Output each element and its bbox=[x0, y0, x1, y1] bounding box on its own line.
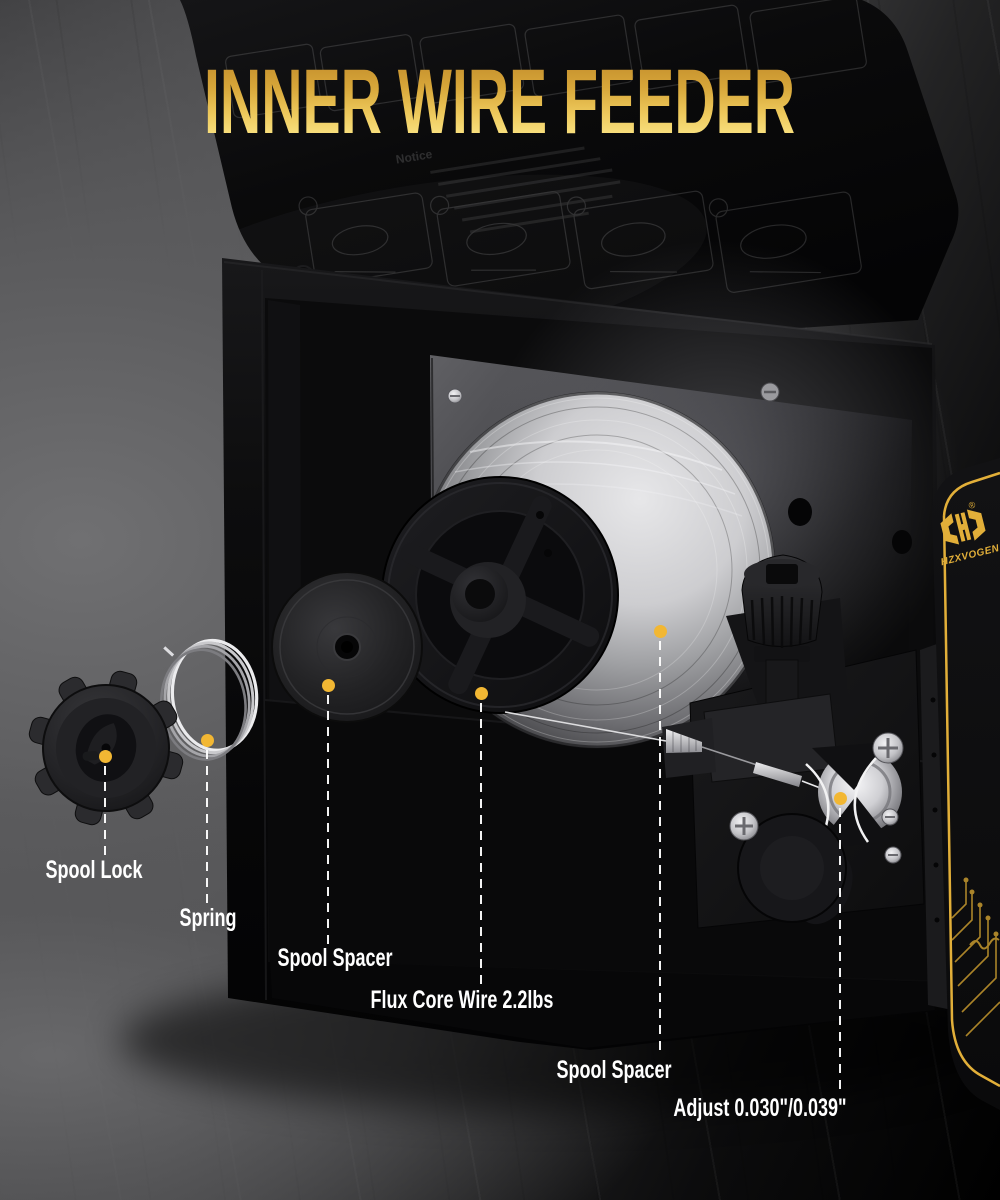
callout-dot bbox=[653, 624, 667, 638]
spool-lock-knob bbox=[28, 670, 184, 826]
plate-screw bbox=[881, 808, 899, 826]
spool-spacer-disc bbox=[271, 571, 423, 723]
wall-screw bbox=[447, 388, 463, 404]
spool-front-flange bbox=[381, 476, 619, 714]
callout-dot bbox=[98, 749, 112, 763]
callout-label: Spool Spacer bbox=[277, 943, 393, 973]
wall-hole bbox=[788, 498, 812, 526]
pressure-roller-knob bbox=[737, 813, 853, 925]
registered-mark: ® bbox=[968, 499, 977, 510]
welding-wire bbox=[504, 711, 667, 742]
wire-inlet-cone bbox=[666, 729, 702, 753]
callout-line bbox=[327, 695, 329, 944]
tension-knob bbox=[741, 554, 823, 709]
wire-guide-tube bbox=[753, 762, 802, 787]
callout-label: Spring bbox=[179, 903, 237, 933]
side-brand-panel: ® HZXVOGEN bbox=[932, 458, 1000, 1110]
lid-instruction-art: Notice bbox=[225, 0, 867, 293]
callout-dot bbox=[321, 678, 335, 692]
callout-dot bbox=[474, 686, 488, 700]
callout-line bbox=[839, 808, 841, 1094]
wall-hole bbox=[892, 530, 912, 554]
callout-label: Spool Lock bbox=[45, 855, 143, 885]
callout-dot bbox=[200, 733, 214, 747]
panel-circuit-pattern bbox=[951, 877, 1000, 1037]
callout-dot bbox=[833, 791, 847, 805]
callout-line bbox=[104, 766, 106, 858]
lid-notice-label: Notice bbox=[395, 147, 434, 167]
hex-socket bbox=[766, 564, 798, 584]
plate-screw bbox=[872, 732, 904, 764]
callout-label: Adjust 0.030"/0.039" bbox=[673, 1093, 847, 1123]
callout-label: Flux Core Wire 2.2lbs bbox=[370, 985, 554, 1015]
callout-label: Spool Spacer bbox=[556, 1055, 672, 1085]
callout-line bbox=[659, 641, 661, 1056]
wire-spool bbox=[381, 391, 776, 749]
page-title: INNER WIRE FEEDER bbox=[204, 55, 795, 160]
plate-screw bbox=[729, 811, 759, 841]
callout-line bbox=[480, 703, 482, 986]
callout-line bbox=[206, 750, 208, 904]
plate-screw bbox=[884, 846, 902, 864]
wall-screw bbox=[760, 382, 780, 402]
